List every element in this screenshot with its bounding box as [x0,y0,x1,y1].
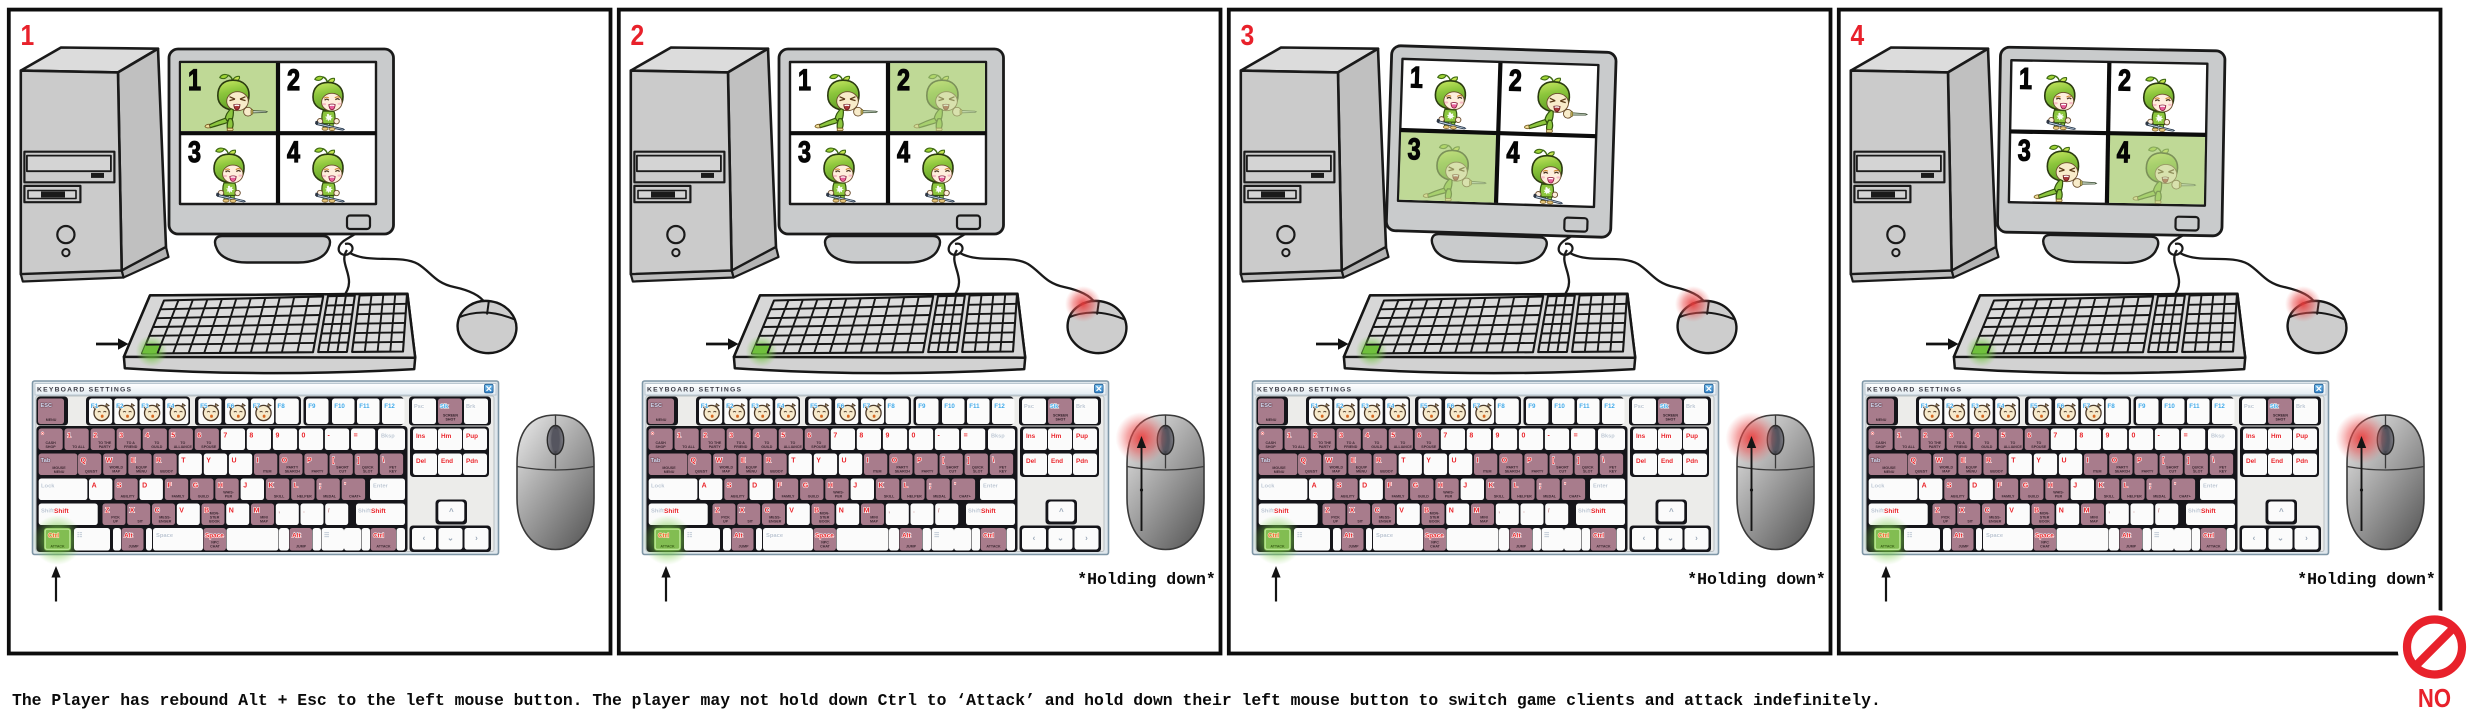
svg-text:*Holding down*: *Holding down* [1687,570,1826,589]
svg-text:4: 4 [287,135,300,168]
svg-text:The Player has rebound Alt + E: The Player has rebound Alt + Esc to the … [12,691,1881,710]
svg-text:4: 4 [1506,135,1520,169]
svg-text:2: 2 [2118,64,2132,98]
svg-text:1: 1 [188,63,201,96]
svg-text:3: 3 [1241,19,1255,51]
svg-text:3: 3 [188,135,201,168]
svg-text:2: 2 [1508,64,1522,98]
svg-text:3: 3 [1407,132,1421,166]
svg-text:1: 1 [21,19,35,51]
svg-text:1: 1 [798,63,811,96]
svg-text:*Holding down*: *Holding down* [2297,570,2436,589]
svg-text:4: 4 [897,135,910,168]
svg-text:3: 3 [2018,134,2032,168]
svg-text:2: 2 [631,19,645,51]
svg-text:3: 3 [798,135,811,168]
svg-text:2: 2 [287,63,300,96]
svg-text:4: 4 [2116,135,2130,169]
svg-text:NO: NO [2418,684,2451,713]
svg-text:*Holding down*: *Holding down* [1077,570,1216,589]
svg-text:4: 4 [1851,19,1865,51]
svg-text:1: 1 [1409,61,1423,95]
svg-text:1: 1 [2019,62,2033,96]
svg-text:2: 2 [897,63,910,96]
